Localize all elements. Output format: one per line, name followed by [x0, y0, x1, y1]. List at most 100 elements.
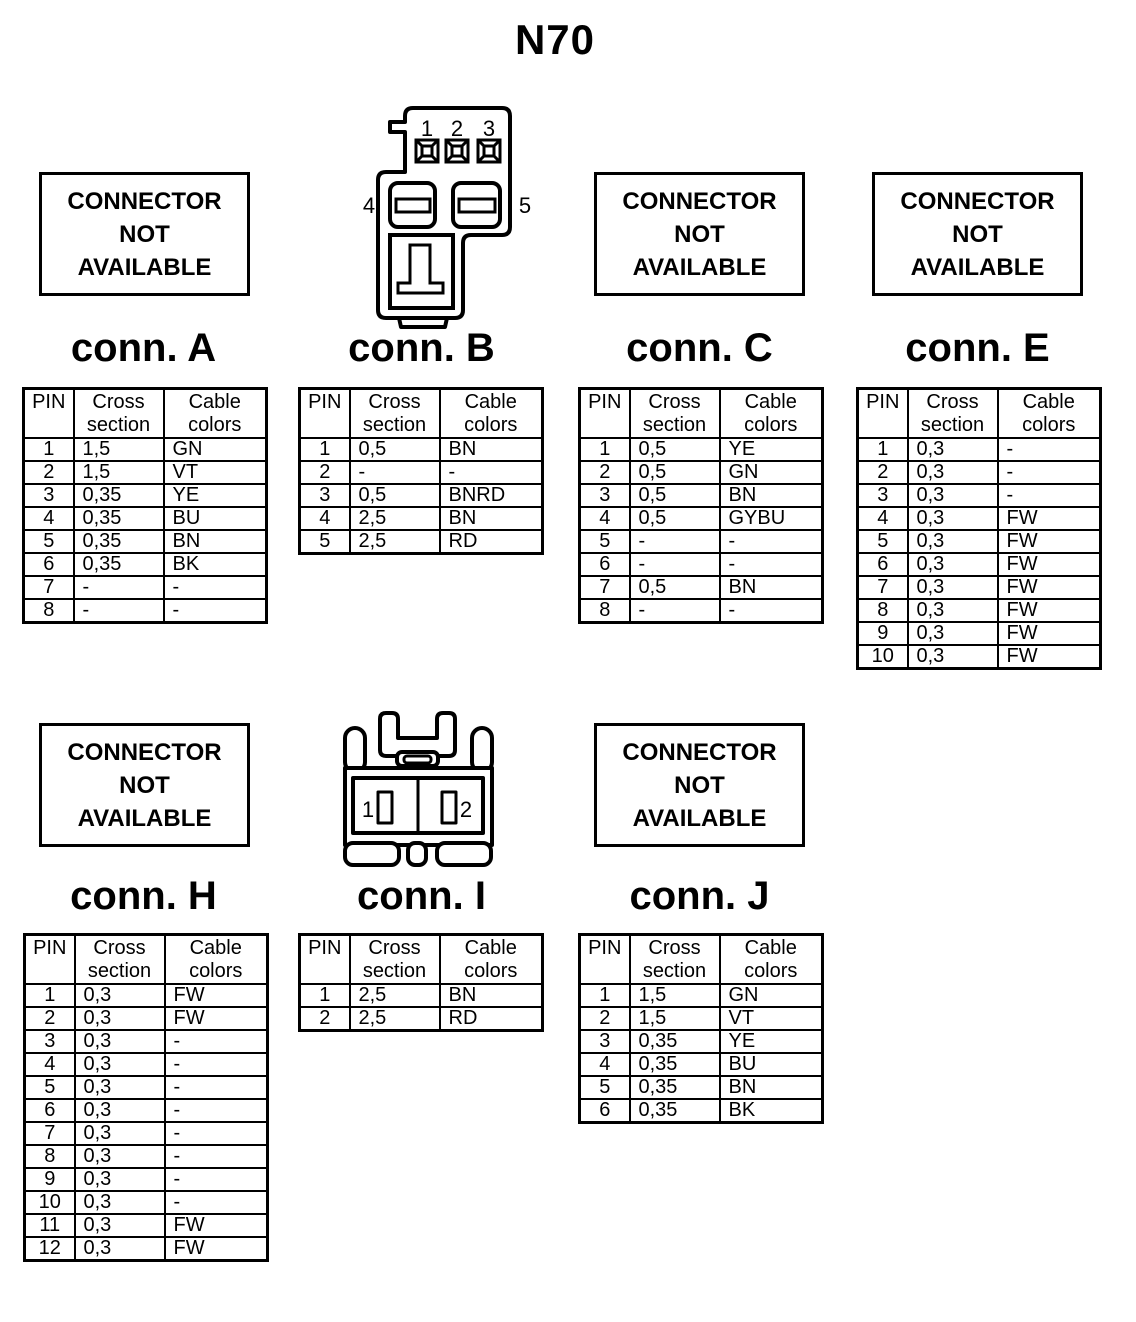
cable-color-cell: YE — [718, 437, 824, 462]
cross-section-cell: 0,5 — [628, 483, 721, 508]
cross-section-cell: - — [628, 529, 721, 554]
cross-section-cell: 1,5 — [72, 460, 165, 485]
connector-h-label: conn. H — [70, 874, 217, 918]
pin-cell: 7 — [22, 575, 75, 600]
connector-b-bottom-tab — [397, 316, 449, 329]
pin-cell: 2 — [22, 460, 75, 485]
cross-section-cell: 0,3 — [906, 529, 999, 554]
pin-4-slot — [394, 197, 432, 214]
cable-color-cell: FW — [996, 575, 1102, 600]
pin-cell: 3 — [298, 483, 351, 508]
cable-color-cell: - — [438, 460, 544, 485]
table-row: 8-- — [578, 598, 824, 624]
na-line-3: AVAILABLE — [632, 253, 767, 281]
pin-cell: 6 — [23, 1098, 76, 1123]
cross-section-cell: 0,3 — [73, 1006, 166, 1031]
table-row: 6-- — [578, 552, 824, 577]
cross-section-header: Cross section — [628, 387, 721, 439]
cross-section-cell: 0,35 — [628, 1052, 721, 1077]
pin-header: PIN — [22, 387, 75, 439]
cross-section-header: Cross section — [628, 933, 721, 985]
connector-not-available-box-a: CONNECTOR NOT AVAILABLE — [39, 172, 250, 296]
pin-cell: 2 — [856, 460, 909, 485]
cable-color-cell: VT — [718, 1006, 824, 1031]
pin-cell: 2 — [578, 1006, 631, 1031]
cross-section-cell: 0,3 — [906, 460, 999, 485]
cable-color-cell: - — [163, 1098, 269, 1123]
pin-cell: 2 — [298, 1006, 351, 1032]
pin-1-socket-inner — [420, 144, 434, 158]
cross-section-cell: 0,5 — [628, 460, 721, 485]
cable-color-cell: FW — [163, 1006, 269, 1031]
cross-section-cell: - — [628, 598, 721, 624]
pin-cell: 4 — [22, 506, 75, 531]
connector-b-drawing: 1 2 3 4 5 — [363, 106, 531, 329]
connector-not-available-box-h: CONNECTOR NOT AVAILABLE — [39, 723, 250, 847]
pin-cell: 9 — [856, 621, 909, 646]
cross-section-header: Cross section — [348, 387, 441, 439]
header-row: PIN Cross section Cable colors — [856, 387, 1102, 439]
pin-cell: 1 — [298, 437, 351, 462]
pin-cell: 2 — [578, 460, 631, 485]
pin-cell: 5 — [856, 529, 909, 554]
pin-cell: 3 — [578, 483, 631, 508]
pin-cell: 4 — [578, 506, 631, 531]
cross-section-cell: 0,3 — [906, 621, 999, 646]
pin-cell: 1 — [23, 983, 76, 1008]
connector-i-top-bracket — [378, 711, 457, 758]
cable-color-cell: FW — [163, 1213, 269, 1238]
pin-cell: 6 — [856, 552, 909, 577]
table-row: 7-- — [22, 575, 268, 600]
connector-not-available-box-e: CONNECTOR NOT AVAILABLE — [872, 172, 1083, 296]
cable-color-cell: FW — [163, 983, 269, 1008]
cable-color-cell: BK — [162, 552, 268, 577]
pin-cell: 8 — [856, 598, 909, 623]
pin-cell: 8 — [23, 1144, 76, 1169]
header-row: PIN Cross section Cable colors — [22, 387, 268, 439]
pin-cell: 8 — [22, 598, 75, 624]
cross-section-cell: 0,35 — [628, 1098, 721, 1124]
pin-cell: 1 — [856, 437, 909, 462]
cable-color-cell: - — [163, 1190, 269, 1215]
header-row: PIN Cross section Cable colors — [298, 387, 544, 439]
pin-cell: 1 — [22, 437, 75, 462]
na-line-1: CONNECTOR — [622, 187, 777, 215]
pin-2-socket-inner — [450, 144, 464, 158]
pin-cell: 7 — [23, 1121, 76, 1146]
cross-section-cell: - — [348, 460, 441, 485]
pin-label-4: 4 — [363, 193, 375, 218]
cable-color-cell: - — [996, 437, 1102, 462]
connector-i-right-tab — [470, 726, 494, 774]
cross-section-cell: 0,35 — [72, 552, 165, 577]
cable-colors-header: Cable colors — [718, 387, 824, 439]
pin-cell: 5 — [298, 529, 351, 555]
table-row: 8-- — [22, 598, 268, 624]
na-line-3: AVAILABLE — [910, 253, 1045, 281]
cross-section-cell: 0,5 — [348, 483, 441, 508]
cable-colors-header: Cable colors — [438, 933, 544, 985]
cable-color-cell: - — [163, 1121, 269, 1146]
pin-cell: 3 — [856, 483, 909, 508]
pin-cell: 8 — [578, 598, 631, 624]
pin-cell: 9 — [23, 1167, 76, 1192]
connector-j-label: conn. J — [629, 874, 770, 918]
cable-color-cell: - — [162, 598, 268, 624]
cross-section-cell: 1,5 — [72, 437, 165, 462]
pin-cell: 11 — [23, 1213, 76, 1238]
